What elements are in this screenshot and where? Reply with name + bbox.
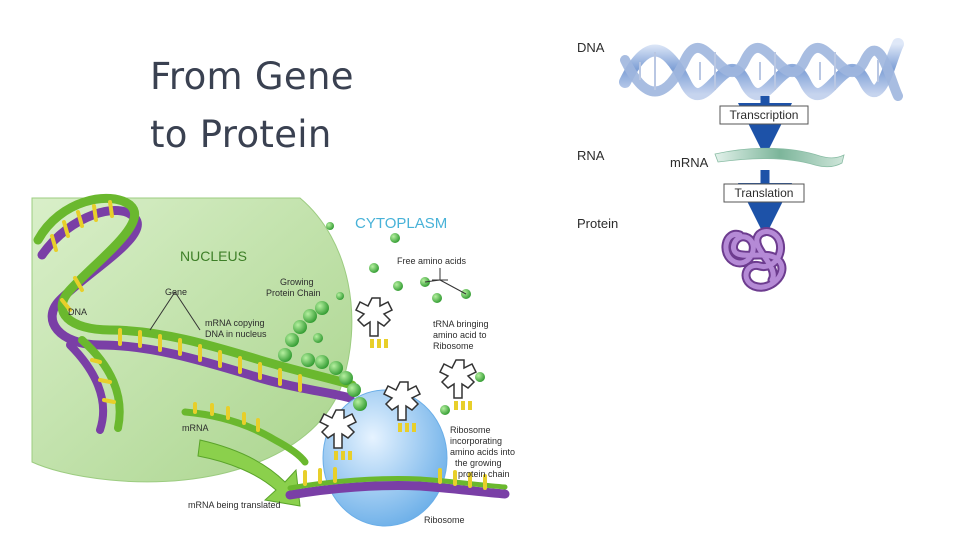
trna-4 [318,409,358,449]
ribosome-incorporating-label-2: incorporating [450,436,502,446]
dna-flow-label: DNA [577,40,605,55]
trna-2 [382,381,422,421]
mrna-translated-bases [303,467,487,490]
slide-title: From Gene to Protein [150,48,354,164]
leader-lines [149,268,467,331]
dna-base-pairs [50,200,302,404]
title-line-2: to Protein [150,113,332,156]
mrna-bases-nucleus [193,402,260,432]
trna-label-2: amino acid to [433,330,487,340]
dna-strand-green [33,194,357,390]
trna-label-3: Ribosome [433,341,474,351]
ribosome-incorporating-label-3: amino acids into [450,447,515,457]
trna-3 [438,359,478,399]
mrna-translated-strand [285,480,510,500]
ribosome-incorporating-label-5: protein chain [458,469,510,479]
free-amino-acids-label: Free amino acids [397,256,467,266]
trna-1 [354,297,394,337]
trna-molecules [318,297,478,449]
export-arrow [197,439,301,507]
transcription-box [719,105,809,125]
dna-cell-label: DNA [68,307,87,317]
protein-coil [721,227,787,292]
mrna-copying-label-2: DNA in nucleus [205,329,267,339]
cell-diagram: CYTOPLASM NUCLEUS Free amino acids Growi… [31,194,515,527]
trna-label-1: tRNA bringing [433,319,489,329]
protein-flow-label: Protein [577,216,618,231]
cytoplasm-label: CYTOPLASM [355,215,447,232]
mrna-flow-label: mRNA [670,155,709,170]
ribosome-incorporating-label-4: the growing [455,458,502,468]
flow-diagram: Transcription Translation DNA RNA mRNA P… [577,38,904,292]
gene-label: Gene [165,287,187,297]
translation-box [723,183,805,203]
mrna-translated-label: mRNA being translated [188,500,281,510]
nucleus-label: NUCLEUS [180,248,247,264]
dna-helix [619,38,904,101]
ribosome-incorporating-label-1: Ribosome [450,425,491,435]
rna-flow-label: RNA [577,148,605,163]
trna-bases [334,339,472,460]
transcription-label: Transcription [730,108,799,122]
ribosome-label: Ribosome [424,515,465,525]
mrna-copying-label-1: mRNA copying [205,318,265,328]
dna-strand-purple [37,206,355,403]
mrna-cell-label: mRNA [182,423,209,433]
dna-strand-lower-green [78,336,124,432]
mrna-translated-strand-top [287,475,508,491]
mrna-ribbon [714,147,845,168]
free-amino-acids [313,222,485,415]
growing-protein-chain [278,301,367,411]
dna-strand-lower [66,341,108,434]
growing-chain-label-1: Growing [280,277,314,287]
translation-label: Translation [735,186,794,200]
growing-chain-label-2: Protein Chain [266,288,321,298]
title-line-1: From Gene [150,55,354,98]
